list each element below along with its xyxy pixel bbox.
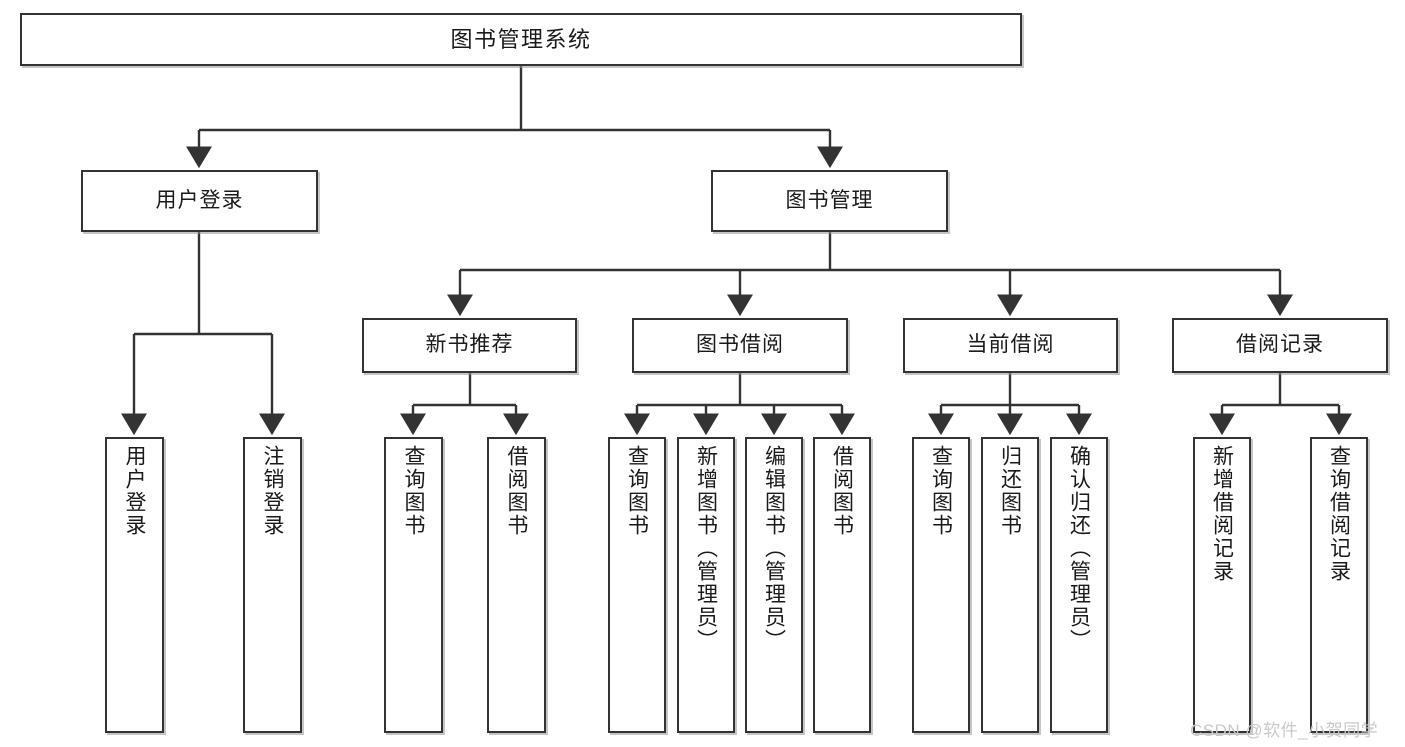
leaf-add-record-label: 新增借阅记录 [1210, 445, 1234, 583]
leaf-edit-book[interactable]: 编辑图书（管理员） [745, 437, 803, 733]
leaf-user-logout[interactable]: 注销登录 [243, 437, 302, 733]
node-user-login[interactable]: 用户登录 [81, 170, 318, 232]
leaf-query-book-2[interactable]: 查询图书 [608, 437, 666, 733]
leaf-return-book[interactable]: 归还图书 [981, 437, 1039, 733]
node-borrow-record[interactable]: 借阅记录 [1172, 318, 1388, 373]
node-new-book-recommend-label: 新书推荐 [425, 333, 514, 357]
node-borrow-record-label: 借阅记录 [1236, 333, 1324, 357]
leaf-confirm-return[interactable]: 确认归还（管理员） [1050, 437, 1108, 733]
node-book-manage-label: 图书管理 [785, 188, 874, 212]
node-book-borrow[interactable]: 图书借阅 [632, 318, 848, 373]
leaf-query-book-1[interactable]: 查询图书 [384, 437, 443, 733]
leaf-add-record[interactable]: 新增借阅记录 [1193, 437, 1251, 733]
node-root-label: 图书管理系统 [450, 26, 592, 52]
leaf-query-book-3-label: 查询图书 [929, 445, 953, 537]
leaf-query-book-2-label: 查询图书 [625, 445, 649, 537]
leaf-query-record[interactable]: 查询借阅记录 [1310, 437, 1368, 733]
leaf-query-book-1-label: 查询图书 [402, 445, 425, 537]
leaf-user-login-label: 用户登录 [123, 445, 146, 537]
leaf-add-book[interactable]: 新增图书（管理员） [677, 437, 735, 733]
leaf-query-book-3[interactable]: 查询图书 [912, 437, 970, 733]
node-new-book-recommend[interactable]: 新书推荐 [362, 318, 577, 373]
leaf-query-record-label: 查询借阅记录 [1327, 445, 1351, 583]
leaf-borrow-book-2[interactable]: 借阅图书 [813, 437, 871, 733]
node-book-manage[interactable]: 图书管理 [711, 170, 948, 232]
leaf-user-logout-label: 注销登录 [261, 445, 284, 537]
leaf-return-book-label: 归还图书 [998, 445, 1022, 537]
node-current-borrow-label: 当前借阅 [966, 333, 1055, 357]
leaf-edit-book-label: 编辑图书（管理员） [762, 445, 786, 652]
leaf-borrow-book-2-label: 借阅图书 [830, 445, 854, 537]
node-current-borrow[interactable]: 当前借阅 [903, 318, 1118, 373]
leaf-add-book-label: 新增图书（管理员） [694, 445, 718, 652]
node-user-login-label: 用户登录 [155, 188, 244, 212]
leaf-borrow-book-1-label: 借阅图书 [505, 445, 528, 537]
leaf-confirm-return-label: 确认归还（管理员） [1067, 445, 1091, 652]
node-root[interactable]: 图书管理系统 [20, 13, 1022, 66]
node-book-borrow-label: 图书借阅 [696, 333, 784, 357]
leaf-user-login[interactable]: 用户登录 [105, 437, 164, 733]
leaf-borrow-book-1[interactable]: 借阅图书 [487, 437, 546, 733]
